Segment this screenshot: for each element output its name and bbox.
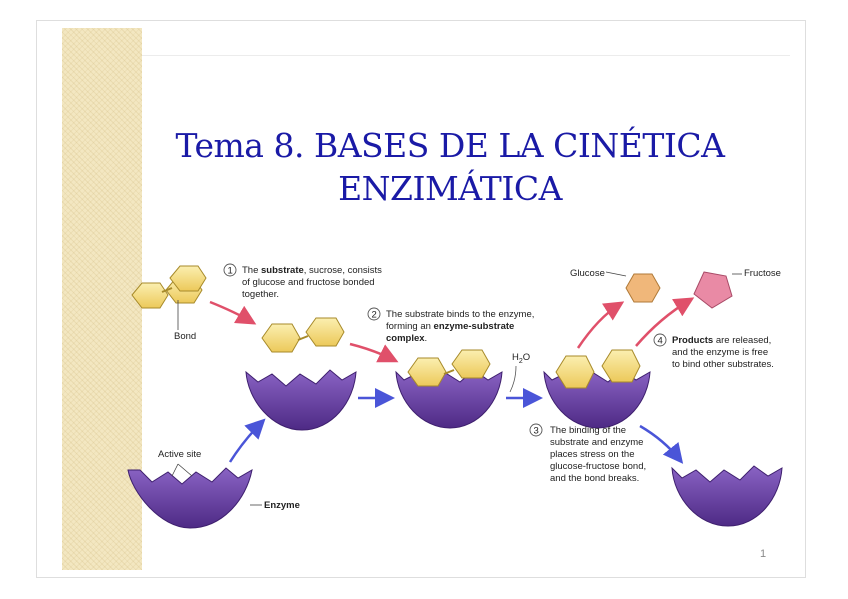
step-3-line-4: glucose-fructose bond, xyxy=(550,461,646,472)
label-bond: Bond xyxy=(174,331,196,342)
top-divider xyxy=(142,55,790,56)
arrow-binding xyxy=(349,342,399,363)
step-4-badge xyxy=(653,333,667,347)
enzyme-substrate-complex xyxy=(395,349,503,429)
step-2-line-1: The substrate binds to the enzyme, xyxy=(386,309,534,320)
arrow-enzyme-approach xyxy=(228,418,266,463)
step-2-line-3: complex. xyxy=(386,333,427,344)
sucrose-substrate-approaching xyxy=(261,317,345,353)
step-1-badge xyxy=(223,263,237,277)
arrow-substrate-approach xyxy=(209,300,257,325)
slide-title: Tema 8. BASES DE LA CINÉTICA ENZIMÁTICA xyxy=(140,124,760,210)
step-1-line-1: The substrate, sucrose, consists xyxy=(242,265,382,276)
step-2-line-2: forming an enzyme-substrate xyxy=(386,321,514,332)
step-3-line-1: The binding of the xyxy=(550,425,626,436)
step-1-caption: 1 The substrate, sucrose, consists of gl… xyxy=(223,263,382,300)
active-site-pointer-b xyxy=(177,463,193,477)
decorative-side-band xyxy=(62,28,142,570)
label-fructose: Fructose xyxy=(744,268,781,279)
step-3-caption: 3 The binding of the substrate and enzym… xyxy=(529,423,646,484)
step-4-line-1-bold: Products xyxy=(672,335,713,346)
arrow-release-fructose xyxy=(635,297,695,347)
step-1-line-1-bold: substrate xyxy=(261,265,304,276)
step-4-line-1: Products are released, xyxy=(672,335,771,346)
step-4-line-1-post: are released, xyxy=(713,335,771,346)
step-2-line-3-post: . xyxy=(425,333,428,344)
step-2-line-3-bold: complex xyxy=(386,333,425,344)
step-1-line-3: together. xyxy=(242,289,279,300)
page-number: 1 xyxy=(760,548,767,560)
label-water: H2O xyxy=(512,352,530,365)
label-glucose: Glucose xyxy=(570,268,605,279)
step-4-line-3: to bind other substrates. xyxy=(672,359,774,370)
label-water-sub: 2 xyxy=(519,358,523,365)
step-1-line-2: of glucose and fructose bonded xyxy=(242,277,375,288)
active-site-pointer-a xyxy=(171,463,179,477)
product-glucose xyxy=(625,273,661,303)
enzyme-free-left xyxy=(127,467,253,529)
step-4-caption: 4 Products are released, and the enzyme … xyxy=(653,333,774,370)
label-active-site: Active site xyxy=(158,449,201,460)
arrow-enzyme-release xyxy=(639,424,684,464)
enzyme-cleavage-complex xyxy=(543,349,651,429)
label-water-o: O xyxy=(523,352,530,363)
step-3-line-5: and the bond breaks. xyxy=(550,473,639,484)
step-4-line-2: and the enzyme is free xyxy=(672,347,768,358)
step-3-line-3: places stress on the xyxy=(550,449,635,460)
step-2-number: 2 xyxy=(372,310,377,321)
enzyme-free-right xyxy=(671,465,783,527)
label-water-h: H xyxy=(512,352,519,363)
step-2-line-2-bold: enzyme-substrate xyxy=(434,321,515,332)
step-3-badge xyxy=(529,423,543,437)
step-1-number: 1 xyxy=(228,266,233,277)
water-pointer xyxy=(509,365,517,393)
step-3-number: 3 xyxy=(534,426,539,437)
step-2-line-2-pre: forming an xyxy=(386,321,434,332)
slide-title-line-2: ENZIMÁTICA xyxy=(338,169,562,208)
slide-title-line-1: Tema 8. BASES DE LA CINÉTICA xyxy=(175,126,725,165)
enzyme-free-middle xyxy=(245,369,357,431)
arrow-release-glucose xyxy=(576,301,625,349)
step-2-badge xyxy=(367,307,381,321)
step-4-number: 4 xyxy=(658,336,663,347)
step-3-line-2: substrate and enzyme xyxy=(550,437,643,448)
step-2-caption: 2 The substrate binds to the enzyme, for… xyxy=(367,307,534,344)
sucrose-substrate-free xyxy=(131,265,207,309)
step-1-line-1-post: , sucrose, consists xyxy=(304,265,382,276)
product-fructose xyxy=(693,271,733,309)
step-1-line-1-pre: The xyxy=(242,265,261,276)
glucose-pointer xyxy=(605,271,627,277)
label-enzyme: Enzyme xyxy=(264,500,300,511)
